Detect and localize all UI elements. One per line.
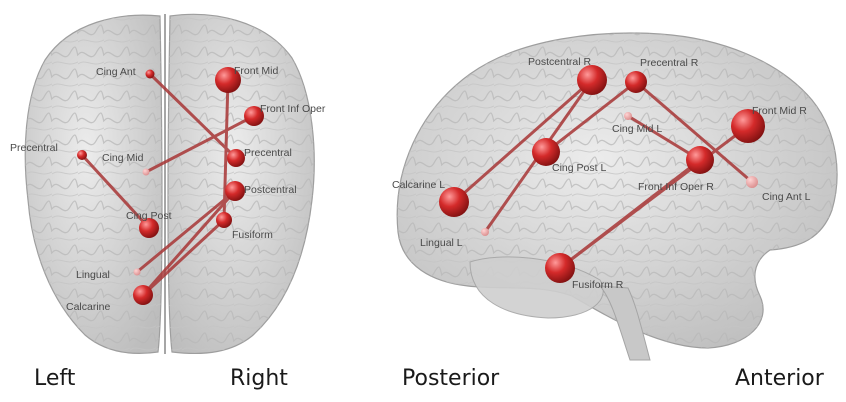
label-precentral-left: Precentral bbox=[10, 142, 58, 154]
label-cing-ant: Cing Ant bbox=[96, 66, 136, 78]
label-cing-mid-l: Cing Mid L bbox=[612, 123, 662, 135]
label-precentral-right: Precentral bbox=[244, 147, 292, 159]
label-precentral-r: Precentral R bbox=[640, 57, 699, 69]
label-calcarine: Calcarine bbox=[66, 301, 111, 313]
label-lingual: Lingual bbox=[76, 269, 110, 281]
node-precentral-left bbox=[77, 150, 87, 160]
node-cing-ant-l bbox=[746, 176, 758, 188]
caption-anterior: Anterior bbox=[735, 366, 824, 391]
label-lingual-l: Lingual L bbox=[420, 237, 463, 249]
label-cing-mid: Cing Mid bbox=[102, 152, 144, 164]
label-cing-post-l: Cing Post L bbox=[552, 162, 606, 174]
node-cing-mid bbox=[143, 169, 150, 176]
label-front-mid: Front Mid bbox=[234, 65, 279, 77]
node-cing-mid-l bbox=[624, 112, 632, 120]
label-front-inf-oper-r: Front Inf Oper R bbox=[638, 181, 714, 193]
node-postcentral bbox=[225, 181, 245, 201]
label-front-inf-oper: Front Inf Oper bbox=[260, 103, 326, 115]
caption-right: Right bbox=[230, 366, 288, 391]
node-lingual-l bbox=[481, 228, 489, 236]
caption-left: Left bbox=[34, 366, 75, 391]
label-postcentral-r: Postcentral R bbox=[528, 56, 591, 68]
node-calcarine-l bbox=[439, 187, 469, 217]
label-fusiform-r: Fusiform R bbox=[572, 279, 624, 291]
node-lingual bbox=[134, 269, 141, 276]
node-front-inf-oper-r bbox=[686, 146, 714, 174]
label-cing-ant-l: Cing Ant L bbox=[762, 191, 811, 203]
node-cing-ant bbox=[146, 70, 155, 79]
label-postcentral: Postcentral bbox=[244, 184, 297, 196]
node-postcentral-r bbox=[577, 65, 607, 95]
label-calcarine-l: Calcarine L bbox=[392, 179, 445, 191]
node-fusiform-r bbox=[545, 253, 575, 283]
label-front-mid-r: Front Mid R bbox=[752, 105, 807, 117]
node-precentral-r bbox=[625, 71, 647, 93]
caption-posterior: Posterior bbox=[402, 366, 499, 391]
label-cing-post: Cing Post bbox=[126, 210, 172, 222]
label-fusiform: Fusiform bbox=[232, 229, 273, 241]
node-calcarine bbox=[133, 285, 153, 305]
node-precentral-right bbox=[227, 149, 245, 167]
node-fusiform bbox=[216, 212, 232, 228]
